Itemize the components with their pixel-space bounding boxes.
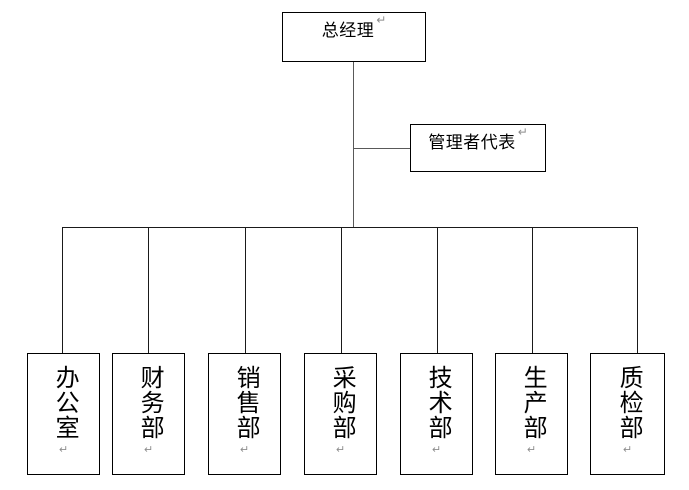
connector-trunk-vertical (353, 62, 354, 228)
node-department-3-label: 销售部 (232, 365, 259, 440)
node-department-2[interactable]: 财务部 ↵ (112, 353, 185, 475)
node-department-4[interactable]: 采购部 ↵ (304, 353, 377, 475)
connector-drop-1 (62, 227, 63, 353)
node-department-6[interactable]: 生产部 ↵ (495, 353, 568, 475)
connector-drop-7 (637, 227, 638, 353)
pilcrow-mark: ↵ (431, 443, 442, 456)
connector-drop-4 (341, 227, 342, 353)
node-department-6-label: 生产部 (519, 365, 546, 440)
pilcrow-mark: ↵ (622, 443, 633, 456)
node-department-3[interactable]: 销售部 ↵ (208, 353, 281, 475)
connector-drop-6 (532, 227, 533, 353)
pilcrow-mark: ↵ (143, 443, 154, 456)
node-management-representative-label: 管理者代表 (428, 133, 516, 152)
connector-staff-horizontal (353, 148, 411, 149)
pilcrow-mark: ↵ (517, 125, 528, 139)
node-general-manager-label: 总经理 (321, 21, 375, 40)
node-department-7-label: 质检部 (615, 365, 642, 440)
connector-main-bus (62, 227, 638, 228)
connector-drop-2 (148, 227, 149, 353)
node-department-7[interactable]: 质检部 ↵ (590, 353, 665, 475)
pilcrow-mark: ↵ (335, 443, 346, 456)
node-department-1-label: 办公室 (51, 365, 78, 440)
node-department-5-label: 技术部 (424, 365, 451, 440)
node-general-manager[interactable]: 总经理↵ (282, 12, 426, 62)
pilcrow-mark: ↵ (376, 13, 387, 27)
connector-drop-5 (437, 227, 438, 353)
node-department-4-label: 采购部 (328, 365, 355, 440)
pilcrow-mark: ↵ (239, 443, 250, 456)
node-management-representative[interactable]: 管理者代表↵ (410, 124, 546, 172)
pilcrow-mark: ↵ (526, 443, 537, 456)
pilcrow-mark: ↵ (58, 443, 69, 456)
connector-drop-3 (245, 227, 246, 353)
node-department-1[interactable]: 办公室 ↵ (27, 353, 100, 475)
node-department-5[interactable]: 技术部 ↵ (400, 353, 473, 475)
node-department-2-label: 财务部 (136, 365, 163, 440)
